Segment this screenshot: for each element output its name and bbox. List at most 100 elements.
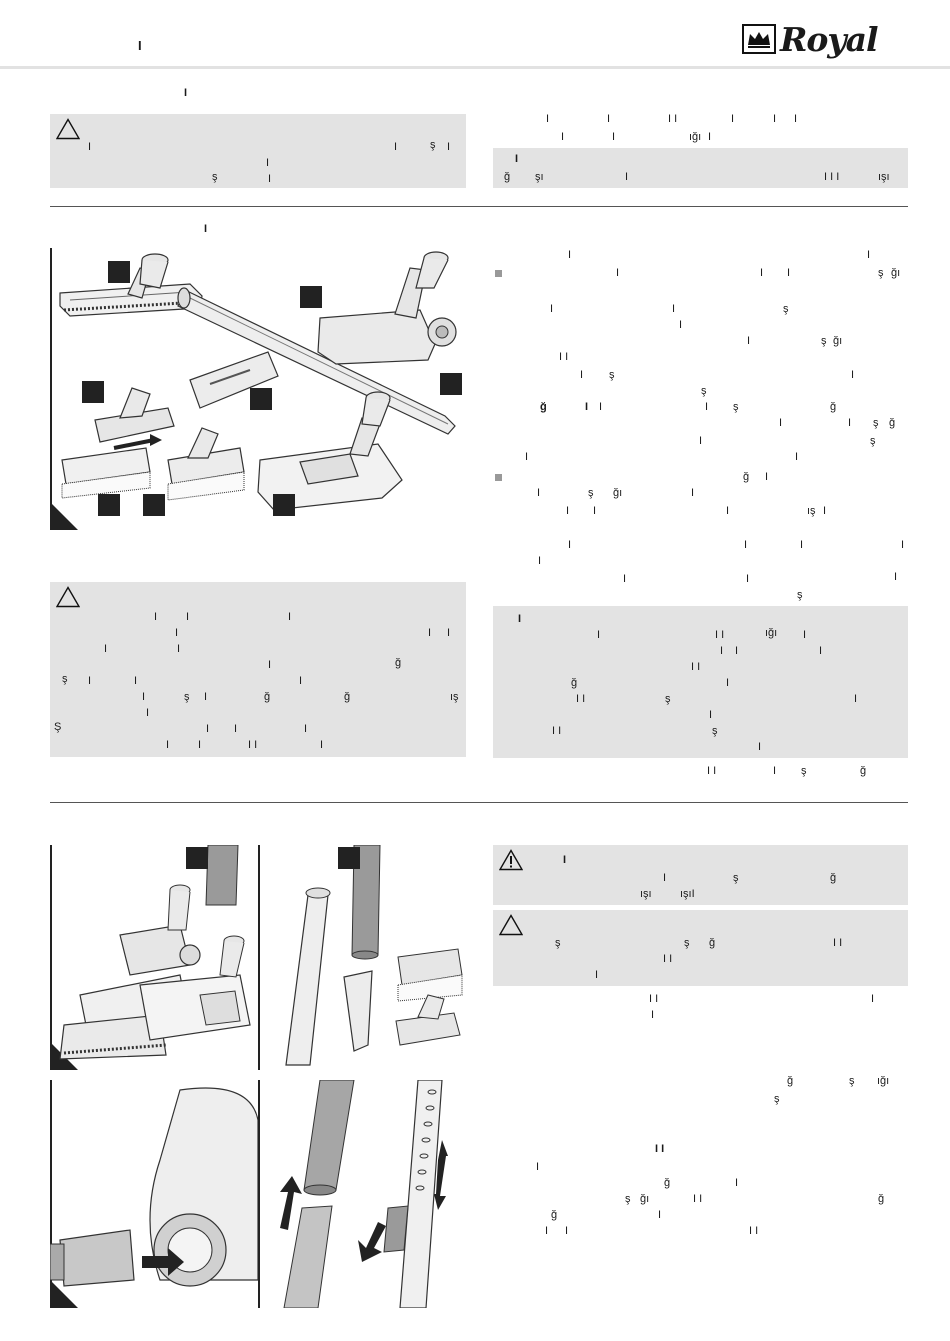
section2-warning-panel: I I I I I I I I I ğ ş I I I I ş I ğ ğ ış… <box>50 582 466 757</box>
glyph: I I <box>655 1143 665 1155</box>
glyph: ğ <box>830 401 837 413</box>
glyph: I <box>894 571 898 583</box>
glyph: ış <box>450 691 459 703</box>
glyph: I I <box>552 725 562 737</box>
glyph: ş <box>555 937 561 949</box>
glyph: ış <box>807 505 816 517</box>
glyph: I <box>758 741 762 753</box>
glyph: I I <box>248 739 258 751</box>
figure-label-box <box>440 373 462 395</box>
glyph: I <box>848 417 852 429</box>
glyph: I <box>206 723 210 735</box>
glyph: I <box>568 539 572 551</box>
hose-connection-illustration <box>50 1087 258 1287</box>
glyph: ş <box>609 369 615 381</box>
glyph: I I <box>707 765 717 777</box>
section-divider <box>50 802 908 803</box>
glyph: I <box>735 645 739 657</box>
glyph: I <box>166 739 170 751</box>
glyph: I <box>744 539 748 551</box>
glyph: I <box>735 1177 739 1189</box>
upholstery-nozzle-icon <box>94 387 175 443</box>
glyph: I <box>545 1225 549 1237</box>
section1-note-panel: I ğ şı I I I I ışı <box>493 148 908 188</box>
glyph: şı <box>535 171 544 183</box>
glyph: I <box>779 417 783 429</box>
glyph: I <box>612 131 616 143</box>
glyph: I <box>304 723 308 735</box>
glyph: I <box>394 141 398 153</box>
glyph: I <box>177 643 181 655</box>
glyph: ğ <box>860 765 867 777</box>
header-title-stub: I <box>138 38 142 53</box>
glyph: I <box>561 131 565 143</box>
glyph: I <box>803 629 807 641</box>
glyph: I <box>867 249 871 261</box>
glyph: I <box>823 505 827 517</box>
glyph: I I <box>559 351 569 363</box>
glyph: ş <box>701 385 707 397</box>
glyph: I <box>585 401 589 413</box>
glyph: Ş <box>54 721 62 733</box>
glyph: I <box>708 131 712 143</box>
warning-triangle-icon <box>56 118 80 140</box>
glyph: ğ <box>344 691 351 703</box>
glyph: I <box>679 319 683 331</box>
glyph: I <box>599 401 603 413</box>
glyph: ş <box>774 1093 780 1105</box>
glyph: I <box>546 113 550 125</box>
glyph: I <box>134 675 138 687</box>
glyph: I <box>726 677 730 689</box>
section1-warning-panel: I I ş I I ş I <box>50 114 466 188</box>
glyph: I <box>537 487 541 499</box>
glyph: I <box>773 113 777 125</box>
glyph: I <box>234 723 238 735</box>
glyph: ş <box>783 303 789 315</box>
glyph: ığı <box>689 131 702 143</box>
glyph: I I <box>668 113 678 125</box>
glyph: ğ <box>830 872 837 884</box>
glyph: ğ <box>540 401 547 413</box>
glyph: ğ <box>664 1177 671 1189</box>
figure-corner-mark <box>52 504 78 530</box>
glyph: I <box>288 611 292 623</box>
glyph: I <box>447 141 451 153</box>
warning-triangle-icon <box>56 586 80 608</box>
figure-label-box <box>143 494 165 516</box>
glyph: ş <box>712 725 718 737</box>
glyph: ğı <box>833 335 843 347</box>
glyph: I <box>705 401 709 413</box>
glyph: ş <box>797 589 803 601</box>
glyph: I <box>204 691 208 703</box>
bullet-square-icon <box>495 270 502 277</box>
glyph: ışıI <box>680 888 695 900</box>
brand-wordmark: Royal <box>780 19 879 59</box>
telescopic-tube-figure <box>258 1080 466 1308</box>
glyph: I <box>566 505 570 517</box>
glyph: I <box>88 675 92 687</box>
glyph: ğ <box>787 1075 794 1087</box>
glyph: I <box>731 113 735 125</box>
glyph: ğ <box>571 677 578 689</box>
glyph: ş <box>212 171 218 183</box>
glyph: I <box>146 707 150 719</box>
glyph: I <box>651 1009 655 1021</box>
glyph: I <box>616 267 620 279</box>
floor-nozzle-icon <box>257 391 403 511</box>
glyph: I <box>550 303 554 315</box>
header-divider <box>0 66 950 69</box>
section2-heading-stub: I <box>204 223 208 235</box>
figure-label-box <box>108 261 130 283</box>
glyph: ş <box>733 872 739 884</box>
glyph: I <box>595 969 599 981</box>
glyph: I <box>597 629 601 641</box>
turbo-brush-icon <box>317 251 457 365</box>
figure-label-box <box>338 847 360 869</box>
figure-label-box <box>300 286 322 308</box>
glyph: I I <box>576 693 586 705</box>
glyph: I <box>428 627 432 639</box>
glyph: ş <box>665 693 671 705</box>
section1-right-text: I I I I I I I I I ığı I <box>493 110 908 146</box>
glyph: I <box>268 173 272 185</box>
glyph: I I I <box>824 171 840 183</box>
